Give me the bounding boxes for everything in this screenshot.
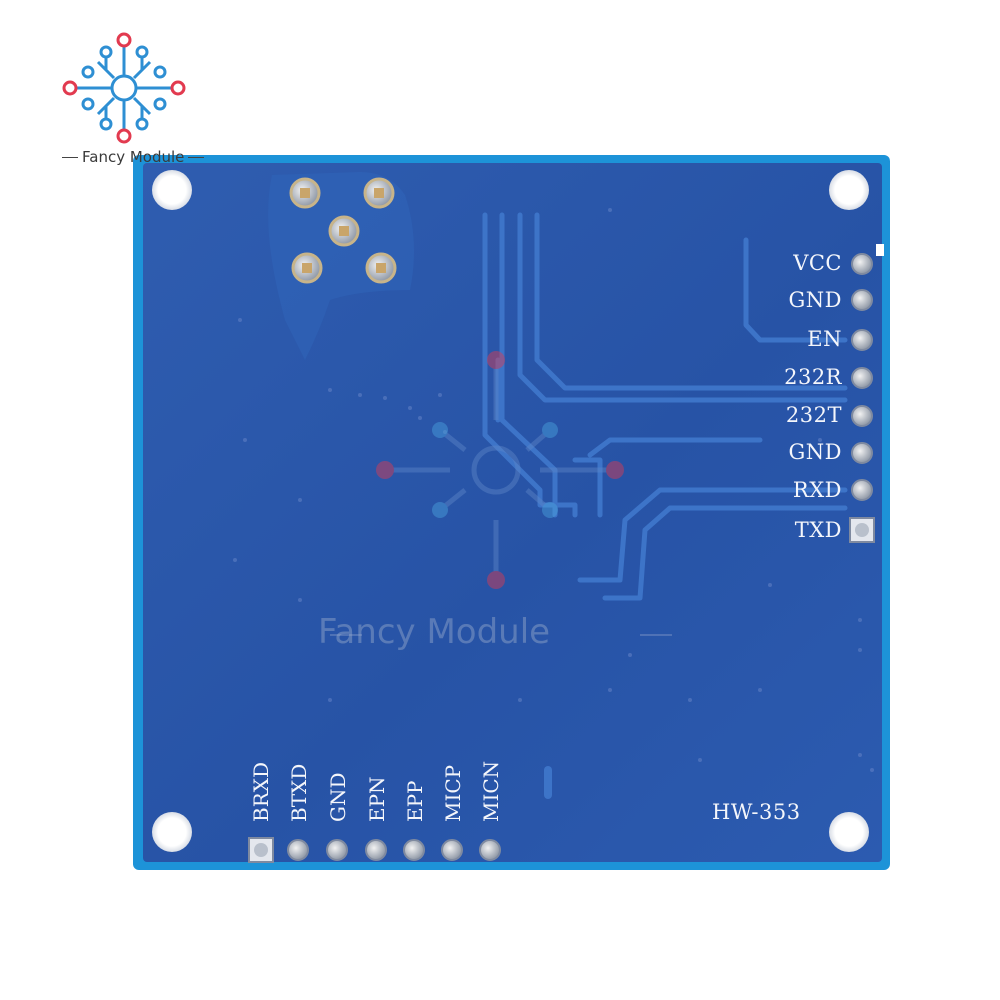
pin-label-brxd: BRXD [249,761,273,822]
pin-label-micn: MICN [479,760,503,822]
mounting-hole [152,812,192,852]
solder-area [268,172,414,360]
mounting-hole [152,170,192,210]
board-model-label: HW-353 [712,800,801,824]
pcb-traces [482,212,848,799]
mounting-hole [829,170,869,210]
pin-label-epp: EPP [403,780,427,822]
pin-label-vcc: VCC [793,251,842,275]
pin-label-232t: 232T [785,403,842,427]
pin-label-gnd: GND [788,288,842,312]
bottom-pin-pads [248,837,501,863]
pin-label-232r: 232R [784,365,842,389]
watermark-text: Fancy Module [318,612,551,652]
pin-label-txd: TXD [794,518,842,542]
pin-label-rxd: RXD [792,478,842,502]
side-pin-pads [849,253,875,543]
brand-logo-icon [62,32,186,144]
pin-label-en: EN [807,327,842,351]
mounting-hole [829,812,869,852]
brand-name: Fancy Module [58,148,208,166]
pcb-board [133,155,890,870]
watermark-logo [330,351,672,636]
pin-label-gnd-2: GND [788,440,842,464]
pin-label-epn: EPN [365,776,389,822]
pin-label-gnd-bottom: GND [326,772,350,822]
pin-label-micp: MICP [441,764,465,822]
pin-label-btxd: BTXD [287,763,311,822]
